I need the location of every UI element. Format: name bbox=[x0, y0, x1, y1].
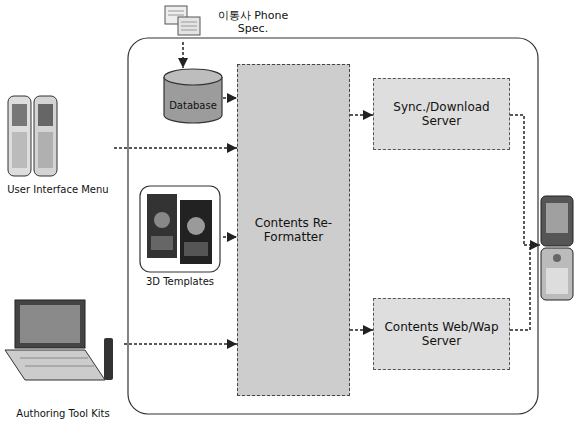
node-label: Database bbox=[169, 100, 217, 112]
flow-arrow bbox=[350, 114, 373, 116]
database-cylinder: Database bbox=[163, 68, 223, 124]
flow-arrow bbox=[350, 329, 373, 331]
spec-label: 이통사 Phone Spec. bbox=[163, 2, 303, 42]
node-label: 이통사 Phone Spec. bbox=[203, 9, 303, 35]
spec-documents bbox=[165, 6, 200, 35]
cylinder-outline bbox=[163, 68, 223, 124]
flow-arrow bbox=[223, 97, 237, 99]
flow-arrow bbox=[114, 147, 237, 149]
ui-phones bbox=[8, 96, 57, 176]
template-group: 3D Templates bbox=[137, 182, 223, 290]
node-label: Sync./Download Server bbox=[380, 100, 503, 129]
laptop bbox=[5, 300, 113, 380]
process-box: Contents Re-Formatter bbox=[237, 64, 350, 396]
server-box: Sync./Download Server bbox=[373, 78, 510, 150]
node-label: User Interface Menu bbox=[7, 184, 108, 196]
template-frame bbox=[140, 186, 220, 272]
flow-arrow bbox=[124, 343, 237, 345]
target-phone bbox=[541, 196, 573, 300]
flow-arrow bbox=[182, 42, 184, 68]
input-source: User Interface Menu bbox=[2, 92, 114, 198]
system-boundary bbox=[128, 38, 538, 414]
node-label: Authoring Tool Kits bbox=[16, 408, 109, 420]
node-label: Contents Web/Wap Server bbox=[380, 320, 503, 349]
flow-arrow bbox=[223, 236, 237, 238]
input-source: Authoring Tool Kits bbox=[2, 298, 124, 424]
delivery-lines bbox=[510, 115, 540, 330]
node-label: Contents Re-Formatter bbox=[244, 216, 343, 245]
server-box: Contents Web/Wap Server bbox=[373, 298, 510, 370]
node-label: 3D Templates bbox=[146, 276, 214, 288]
